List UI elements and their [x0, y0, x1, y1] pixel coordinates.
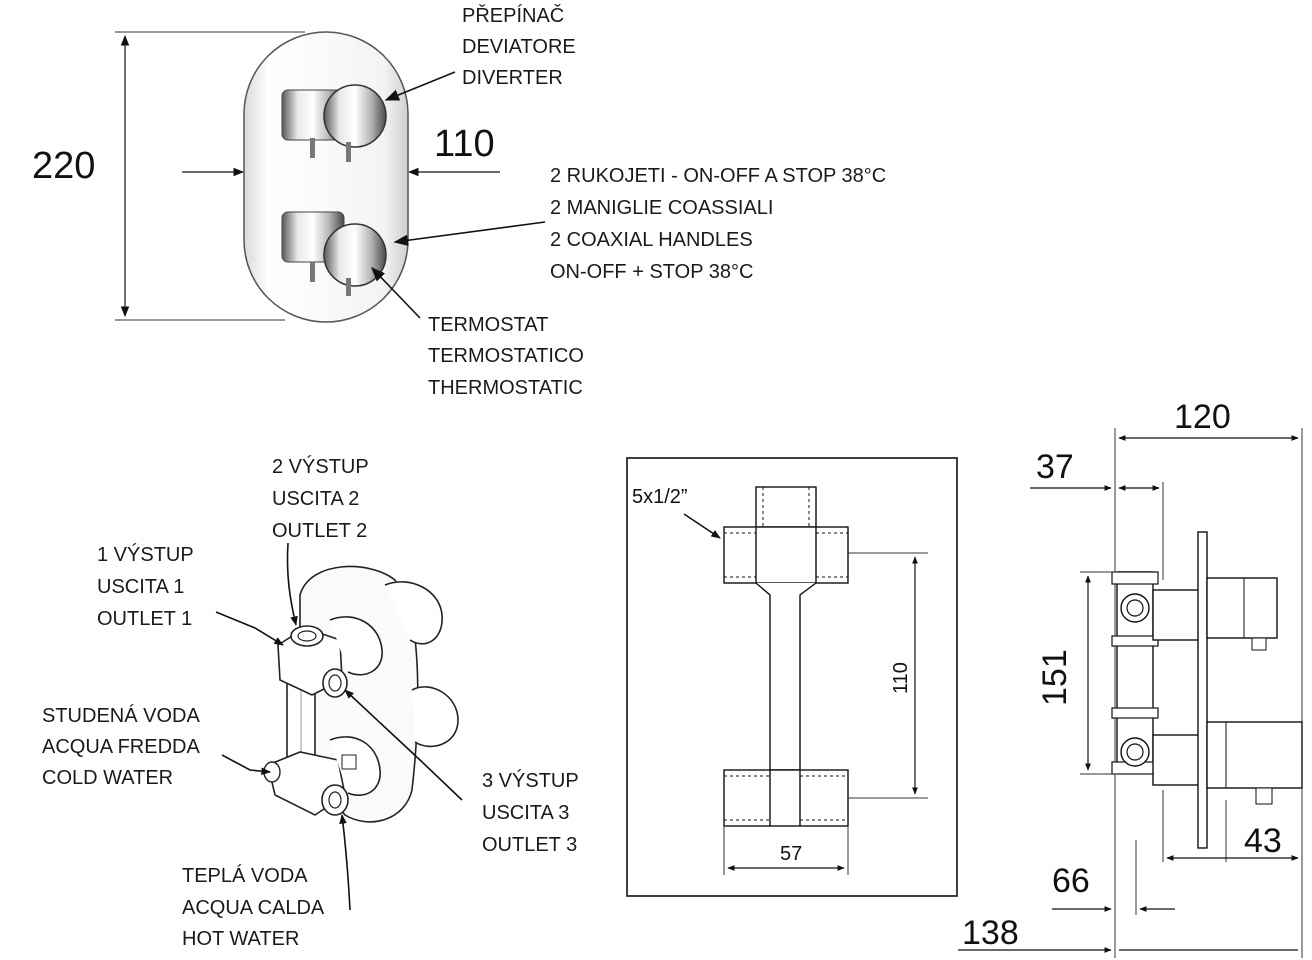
dimension-43: 43: [1244, 822, 1282, 860]
handles-label-cz: 2 RUKOJETI - ON-OFF A STOP 38°C: [550, 165, 886, 187]
outlet2-label-it: USCITA 2: [272, 488, 359, 510]
outlet2-label-cz: 2 VÝSTUP: [272, 455, 368, 478]
thread-label: 5x1/2”: [632, 486, 688, 508]
diverter-handle: [281, 84, 387, 162]
diverter-label-en: DIVERTER: [462, 67, 563, 89]
outlet3-label-cz: 3 VÝSTUP: [482, 769, 578, 792]
width-dimension: 110: [434, 123, 495, 165]
cold-water-label-cz: STUDENÁ VODA: [42, 704, 200, 727]
outlet1-label: 1 VÝSTUP USCITA 1 OUTLET 1: [97, 543, 199, 630]
outlet1-label-it: USCITA 1: [97, 576, 184, 598]
thermostat-label-cz: TERMOSTAT: [428, 314, 548, 336]
outlet3-label: 3 VÝSTUP USCITA 3 OUTLET 3: [482, 769, 584, 856]
dimension-66: 66: [1052, 862, 1090, 900]
cold-water-label-en: COLD WATER: [42, 767, 173, 789]
outlet1-label-en: OUTLET 1: [97, 608, 192, 630]
outlet3-label-it: USCITA 3: [482, 802, 569, 824]
height-dimension: 220: [32, 145, 95, 187]
hot-water-label-cz: TEPLÁ VODA: [182, 864, 308, 887]
schematic-width-dimension: 57: [780, 843, 802, 865]
handles-label-en: 2 COAXIAL HANDLES: [550, 229, 753, 251]
cold-water-label: STUDENÁ VODA ACQUA FREDDA COLD WATER: [42, 704, 204, 789]
schematic-view: 5x1/2” 110 57: [626, 457, 958, 897]
thermostat-label: TERMOSTAT TERMOSTATICO THERMOSTATIC: [428, 314, 589, 399]
handles-label-en2: ON-OFF + STOP 38°C: [550, 261, 753, 283]
hot-water-label: TEPLÁ VODA ACQUA CALDA HOT WATER: [182, 864, 329, 950]
outlet2-label: 2 VÝSTUP USCITA 2 OUTLET 2: [272, 455, 374, 542]
outlet3-label-en: OUTLET 3: [482, 834, 577, 856]
hot-water-label-en: HOT WATER: [182, 928, 299, 950]
dimension-138: 138: [962, 914, 1019, 952]
front-view: 220 110 PŘEPÍNAČ DEVIATORE DIVER: [32, 4, 892, 399]
handles-label: 2 RUKOJETI - ON-OFF A STOP 38°C 2 MANIGL…: [550, 165, 892, 283]
outlet2-label-en: OUTLET 2: [272, 520, 367, 542]
hot-water-label-it: ACQUA CALDA: [182, 897, 325, 919]
side-view: 120 37 151 43 66 138: [958, 398, 1303, 958]
dimension-151: 151: [1036, 649, 1074, 706]
escutcheon-plate: [243, 31, 409, 323]
thermostat-label-it: TERMOSTATICO: [428, 345, 584, 367]
diverter-label: PŘEPÍNAČ DEVIATORE DIVERTER: [462, 4, 581, 89]
outlet1-label-cz: 1 VÝSTUP: [97, 543, 193, 566]
cold-water-label-it: ACQUA FREDDA: [42, 736, 200, 758]
diverter-label-it: DEVIATORE: [462, 36, 576, 58]
body-view: 2 VÝSTUP USCITA 2 OUTLET 2 1 VÝSTUP USCI…: [42, 455, 584, 950]
thermostat-label-en: THERMOSTATIC: [428, 377, 583, 399]
diverter-label-cz: PŘEPÍNAČ: [462, 4, 564, 27]
handles-label-it: 2 MANIGLIE COASSIALI: [550, 197, 773, 219]
schematic-height-dimension: 110: [890, 662, 912, 694]
thermostat-handle: [281, 211, 387, 296]
dimension-37: 37: [1036, 448, 1074, 486]
dimension-120: 120: [1174, 398, 1231, 436]
